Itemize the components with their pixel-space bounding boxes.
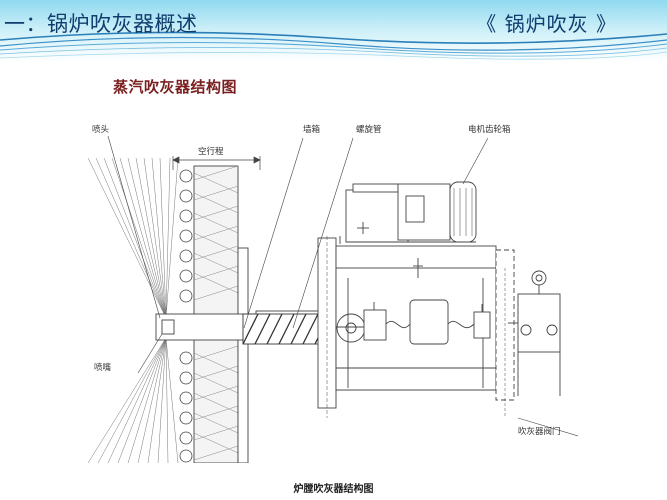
label-stroke: 空行程 (198, 146, 224, 157)
section-title: 《 锅炉吹灰 》 (476, 12, 617, 36)
water-wall-tubes (179, 169, 193, 463)
label-spiral-tube: 螺旋管 (356, 124, 382, 135)
header-banner: 一：锅炉吹灰器概述 《 锅炉吹灰 》 (0, 0, 667, 62)
wall-box (317, 236, 337, 418)
label-nozzle-head: 喷头 (92, 124, 110, 135)
stroke-dimension (172, 156, 261, 170)
motor-gearbox (339, 181, 477, 244)
valve-assembly (495, 249, 561, 418)
diagram-caption: 炉膛吹灰器结构图 (293, 484, 374, 495)
label-nozzle: 喷嘴 (94, 362, 112, 373)
banner-waves (0, 31, 667, 60)
steam-jet-lines (87, 157, 179, 463)
leader-lines (107, 135, 578, 437)
soot-blower-diagram: 喷头 空行程 墙箱 螺旋管 电机齿轮箱 喷嘴 吹灰器阀门 (87, 124, 578, 463)
diagram-subtitle: 蒸汽吹灰器结构图 (113, 78, 238, 96)
label-motor-gearbox: 电机齿轮箱 (468, 124, 511, 135)
slide-title: 一：锅炉吹灰器概述 (4, 12, 198, 36)
internal-piping (336, 299, 491, 345)
label-wall-box: 墙箱 (303, 124, 321, 135)
label-valve: 吹灰器阀门 (518, 426, 561, 437)
